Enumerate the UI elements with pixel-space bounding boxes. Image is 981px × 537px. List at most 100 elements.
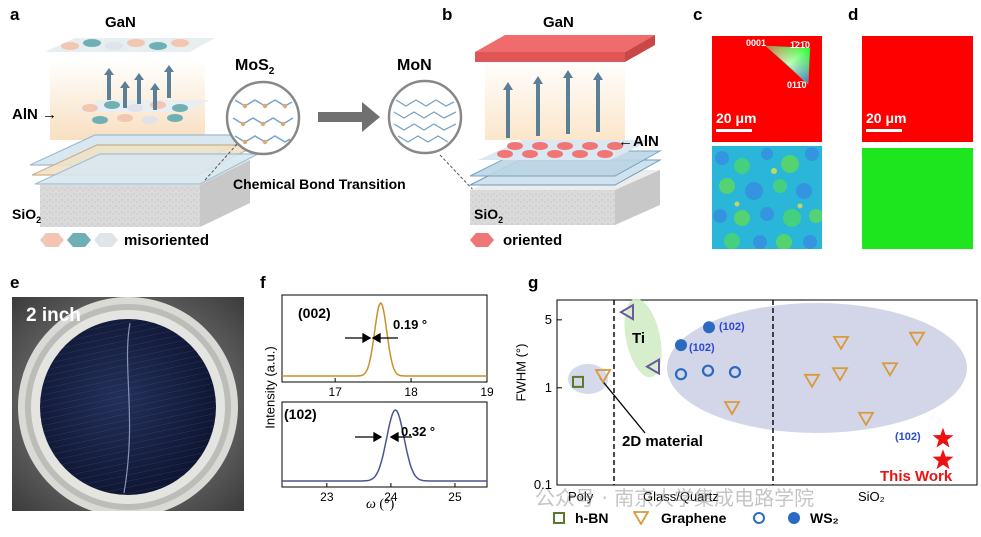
legend-ws2-filled-marker xyxy=(788,512,800,524)
legend-graphene-marker xyxy=(633,511,649,525)
xrd-002-curve xyxy=(282,302,487,377)
arrow-right-icon: → xyxy=(42,106,58,123)
panel-c-ebsd-map xyxy=(712,36,822,142)
panel-b-aln-label: ←AlN xyxy=(618,133,659,150)
fwhm-y-tick-label: 0.1 xyxy=(534,477,552,492)
arrow-left-icon: ← xyxy=(618,133,633,150)
fwhm-marker-graphene xyxy=(832,335,850,351)
aln-text-b: AlN xyxy=(633,133,659,150)
mos2-text: MoS xyxy=(235,57,269,74)
xrd-002-plane-label: (002) xyxy=(298,305,331,321)
wafer-size-label: 2 inch xyxy=(26,305,81,326)
fwhm-plot-area: 0.1 1 5 xyxy=(534,298,978,492)
xrd-top-frame xyxy=(281,294,488,383)
wafer-illustration xyxy=(12,297,244,511)
transition-arrow xyxy=(318,102,380,132)
fwhm-marker-this-work xyxy=(932,427,954,448)
panel-letter-f: f xyxy=(260,273,266,292)
xrd-tick-label: 18 xyxy=(404,385,418,399)
ipf-0110-label: 011̄0 xyxy=(787,80,807,90)
mon-magnifier xyxy=(387,79,479,196)
fwhm-marker-graphene-on-ti xyxy=(619,303,634,321)
fwhm-marker-graphene xyxy=(723,401,741,416)
annotation-102-b: (102) xyxy=(689,342,715,354)
xrd-tick-label: 19 xyxy=(480,385,494,399)
xrd-tick-label: 23 xyxy=(320,490,334,504)
fwhm-marker-ws- xyxy=(675,339,687,352)
mos2-magnifier xyxy=(204,80,301,181)
region-poly-label: Poly xyxy=(568,489,594,504)
legend-misoriented-label: misoriented xyxy=(124,232,210,249)
xrd-ylabel: Intensity (a.u.) xyxy=(262,346,278,429)
xlabel-unit: (°) xyxy=(375,497,395,512)
fwhm-marker-ws-open- xyxy=(701,364,715,377)
panel-b-gan-layer xyxy=(475,35,655,62)
panel-g-fwhm-chart: 0.1 1 5 xyxy=(534,298,978,492)
panel-b-layers xyxy=(469,140,662,186)
fwhm-marker-graphene-on-ti xyxy=(645,357,660,376)
panel-letter-a: a xyxy=(10,5,20,24)
fwhm-markers xyxy=(572,303,954,470)
xrd-tick-label: 24 xyxy=(384,490,398,504)
panel-b-gan-label: GaN xyxy=(543,14,574,31)
watermark: 公众号 · 南京大学集成电路学院 xyxy=(535,486,815,510)
annotation-2d-material: 2D material xyxy=(622,433,703,450)
ipf-1210-label: 1̄21̄0 xyxy=(790,40,811,50)
fwhm-y-tick-label: 5 xyxy=(545,312,552,327)
fwhm-marker-graphene xyxy=(881,362,899,378)
panel-e-wafer-photo xyxy=(12,297,244,511)
fwhm-y-tick-label: 1 xyxy=(545,380,552,395)
panel-letter-g: g xyxy=(528,273,539,292)
legend-ws2-open-marker xyxy=(753,512,765,524)
fwhm-marker-this-work xyxy=(932,449,954,470)
sio2-text-b: SiO xyxy=(474,206,499,222)
fwhm-ylabel: FWHM (°) xyxy=(513,343,529,402)
panel-b-arrows xyxy=(503,70,603,138)
xrd-102-plane-label: (102) xyxy=(284,406,317,422)
region-glass-label: Glass/Quartz xyxy=(643,489,719,504)
sio2-subscript-a: 2 xyxy=(36,214,42,225)
legend-oriented-label: oriented xyxy=(503,232,563,249)
aln-text: AlN xyxy=(12,106,38,123)
annotation-102-a: (102) xyxy=(719,321,745,333)
panel-c-noise xyxy=(726,45,811,132)
legend-hbn-marker xyxy=(553,512,565,524)
panel-d-phase-map-green xyxy=(862,148,973,249)
mos2-subscript: 2 xyxy=(268,66,275,78)
annotation-this-work: This Work xyxy=(880,468,953,485)
schematic-ab xyxy=(29,35,662,247)
xrd-top-ticks: 17 18 19 xyxy=(328,378,494,399)
mon-label: MoN xyxy=(397,57,432,74)
legend-hex-misoriented xyxy=(40,233,118,247)
panel-a-aln-label: AlN → xyxy=(12,106,57,123)
fwhm-y-ticks: 0.1 1 5 xyxy=(534,312,562,492)
panel-d-scale-label: 20 μm xyxy=(866,110,907,126)
fwhm-marker-ws-open- xyxy=(674,368,688,381)
panel-a-gan-layer xyxy=(45,38,215,52)
leader-2d-material xyxy=(599,377,646,434)
sio2-subscript-b: 2 xyxy=(498,214,504,225)
sio2-text-a: SiO xyxy=(12,206,37,222)
xrd-tick-label: 17 xyxy=(328,385,342,399)
panel-a-gan-label: GaN xyxy=(105,14,136,31)
panel-letter-c: c xyxy=(693,5,703,24)
panel-letter-e: e xyxy=(10,273,20,292)
xrd-002-fwhm-label: 0.19 ° xyxy=(393,317,428,332)
panel-c-scale-label: 20 μm xyxy=(716,110,757,126)
fwhm-marker-graphene xyxy=(594,369,612,384)
annotation-102-c: (102) xyxy=(895,431,921,443)
xrd-102-fwhm-label: 0.32 ° xyxy=(401,424,436,439)
panel-a-sio2-label: SiO2 xyxy=(12,206,41,225)
fwhm-marker-graphene xyxy=(831,367,849,382)
fwhm-marker-h-bn xyxy=(572,375,584,388)
xrd-xlabel: ω (°) xyxy=(366,497,394,513)
panel-letter-b: b xyxy=(442,5,453,24)
fwhm-marker-ws-open- xyxy=(728,366,742,379)
legend-graphene-label: Graphene xyxy=(661,510,727,526)
region-2d-ellipse xyxy=(667,303,967,433)
fwhm-arrows-bottom xyxy=(355,431,412,443)
legend-hbn-label: h-BN xyxy=(575,510,609,526)
panel-letter-d: d xyxy=(848,5,859,24)
fwhm-plot-frame xyxy=(556,299,978,486)
panel-c-kam-texture xyxy=(712,146,822,249)
